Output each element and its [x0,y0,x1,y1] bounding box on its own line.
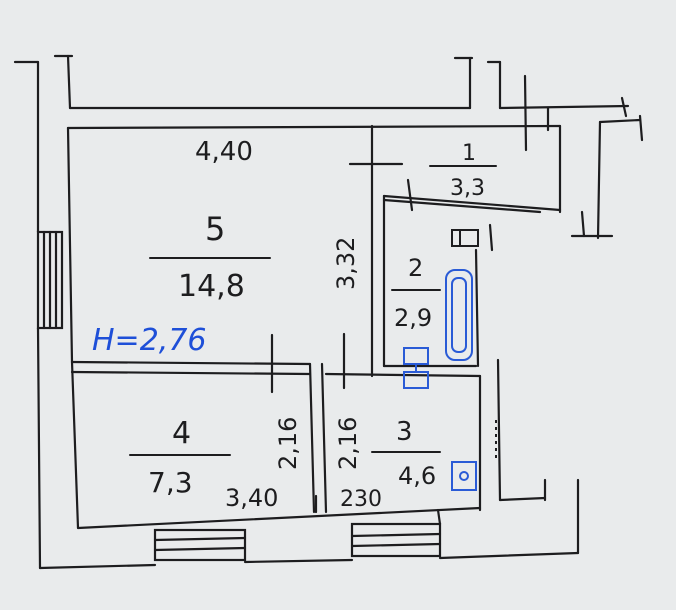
room-2-number: 2 [408,254,423,282]
room-2-area: 2,9 [394,304,432,332]
sink-icon [451,229,479,247]
room-1-number: 1 [462,141,476,166]
labels: 4,40 5 14,8 H=2,76 3,32 1 3,3 2 2,9 2,16… [92,137,485,512]
mid-room-height-label: 2,16 [334,417,362,470]
left-room-height-label: 2,16 [274,417,302,470]
walls [13,54,644,570]
room-4-number: 4 [172,416,191,451]
room-1-area: 3,3 [450,176,485,201]
room-3-area: 4,6 [398,462,436,490]
bathtub-icon [445,269,473,361]
room-5-number: 5 [205,210,225,248]
stove-icon [451,461,477,491]
partition-height-label: 3,32 [332,237,360,290]
room-5-area: 14,8 [178,269,245,304]
window-bottom-left [153,528,247,562]
room-4-area: 7,3 [148,466,193,499]
fixtures [403,229,497,491]
window-bottom-right [350,522,442,558]
room-3-number: 3 [396,417,413,447]
toilet-icon [403,347,429,389]
bottom-left-width-label: 3,40 [225,484,278,512]
top-width-label: 4,40 [195,137,253,167]
bottom-mid-width-label: 230 [340,487,382,512]
ceiling-height-label: H=2,76 [92,323,207,358]
fraction-bars [129,165,497,456]
